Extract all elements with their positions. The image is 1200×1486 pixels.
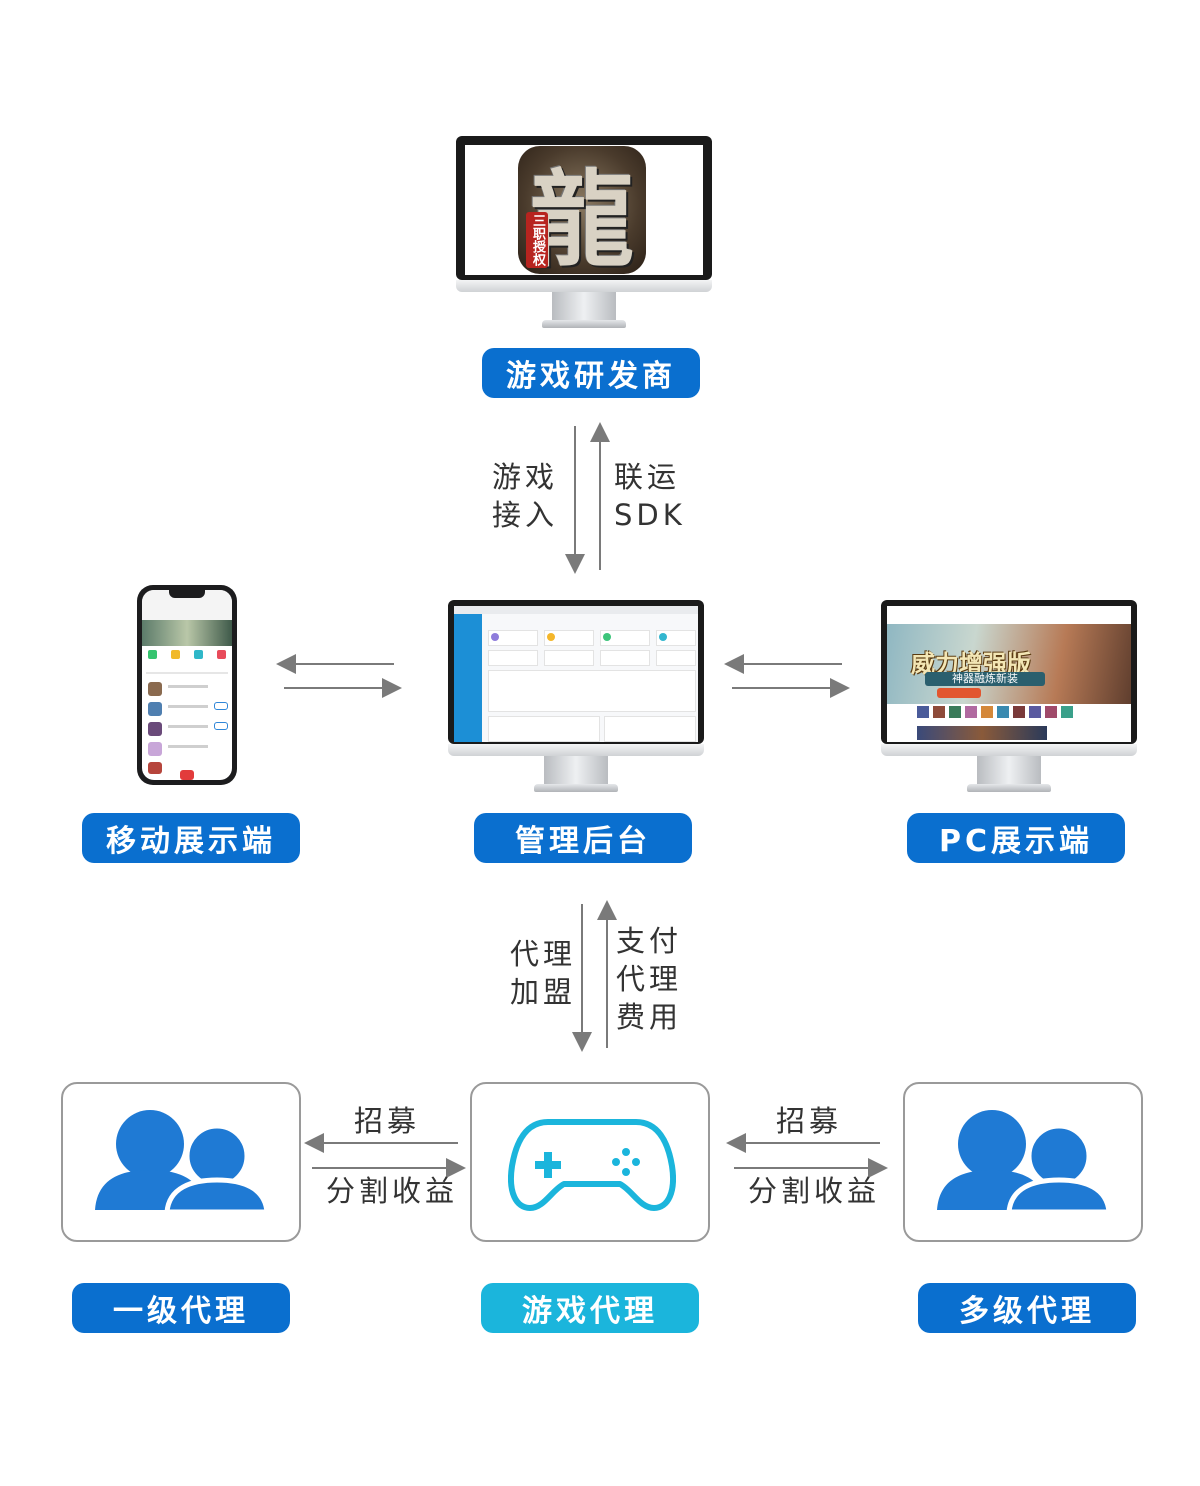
pc-label: PC展示端 <box>907 813 1125 863</box>
mobile-label: 移动展示端 <box>82 813 300 863</box>
left-share-label: 分割收益 <box>326 1174 459 1208</box>
users-icon <box>937 1110 1112 1214</box>
admin-agent-arrows <box>572 900 617 1052</box>
pc-monitor: 威力增强版 神器融炼新装 <box>881 600 1137 794</box>
agent-level1-label: 一级代理 <box>72 1283 290 1333</box>
admin-label: 管理后台 <box>474 813 692 863</box>
left-recruit-label: 招募 <box>354 1104 421 1138</box>
agent-multi-label: 多级代理 <box>918 1283 1136 1333</box>
pc-admin-arrows <box>724 654 850 698</box>
admin-monitor <box>448 600 704 794</box>
developer-monitor: 龍 三职授权 <box>456 136 712 330</box>
agent-level1-card <box>61 1082 301 1242</box>
agent-up-label: 支付代理费用 <box>616 924 683 1034</box>
mobile-admin-arrows <box>276 654 402 698</box>
right-share-label: 分割收益 <box>748 1174 881 1208</box>
game-agent-label: 游戏代理 <box>481 1283 699 1333</box>
users-icon <box>95 1110 270 1214</box>
pc-banner-subtitle: 神器融炼新装 <box>925 672 1045 686</box>
agent-multi-card <box>903 1082 1143 1242</box>
dragon-game-icon: 龍 三职授权 <box>518 146 646 274</box>
left-agent-arrows <box>304 1133 466 1178</box>
dev-admin-arrows <box>565 422 610 574</box>
developer-label: 游戏研发商 <box>482 348 700 398</box>
gamepad-icon <box>508 1119 676 1211</box>
dragon-seal: 三职授权 <box>526 212 548 268</box>
right-agent-arrows <box>726 1133 888 1178</box>
right-recruit-label: 招募 <box>776 1104 843 1138</box>
dev-down-label: 游戏接入 <box>492 460 559 532</box>
mobile-phone <box>137 585 237 785</box>
agent-down-label: 代理加盟 <box>510 937 577 1009</box>
game-agent-card <box>470 1082 710 1242</box>
